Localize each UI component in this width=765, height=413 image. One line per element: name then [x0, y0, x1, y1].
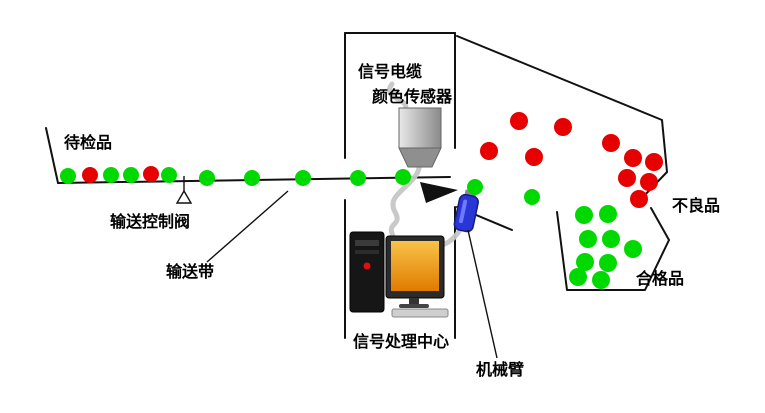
defective-item-dot [640, 173, 658, 191]
tower-power-light [363, 262, 371, 270]
items-layer [60, 112, 663, 289]
monitor-base [399, 304, 429, 308]
label-robotic-arm: 机械臂 [476, 360, 524, 379]
monitor-stand [409, 298, 419, 305]
label-conveyor-belt: 输送带 [166, 262, 214, 281]
defective-bin-outline [456, 35, 668, 201]
good-item-dot [602, 230, 620, 248]
belt-leader-line [206, 190, 289, 263]
good-item-dot [569, 268, 587, 286]
good-item-dot [524, 189, 540, 205]
good-item-dot [599, 205, 617, 223]
defective-item-dot [554, 118, 572, 136]
good-item-dot [350, 170, 366, 186]
good-item-dot [161, 167, 177, 183]
computer [349, 231, 449, 318]
cable-sensor-to-computer [388, 151, 423, 239]
control-valve-icon [175, 176, 193, 204]
robotic-arm [453, 189, 479, 233]
good-item-dot [467, 179, 483, 195]
defective-item-dot [143, 166, 159, 182]
monitor-screen [391, 241, 439, 291]
defective-item-dot [510, 112, 528, 130]
diverter-flap [420, 182, 458, 203]
defective-item-dot [82, 167, 98, 183]
color-sensor-device [398, 107, 442, 168]
defective-item-dot [618, 169, 636, 187]
label-color-sensor: 颜色传感器 [372, 87, 453, 106]
defective-item-dot [624, 149, 642, 167]
keyboard [391, 308, 449, 318]
good-item-dot [579, 230, 597, 248]
labels: 待检品 输送控制阀 输送带 信号电缆 颜色传感器 信号处理中心 机械臂 不良品 … [64, 62, 720, 379]
valve-triangle [175, 189, 193, 204]
qualified-bin-outline [556, 207, 670, 291]
sensor-body [398, 107, 442, 149]
good-item-dot [123, 167, 139, 183]
arm-leader-line [467, 229, 498, 359]
label-signal-cable: 信号电缆 [358, 62, 422, 81]
arm-body [453, 193, 479, 233]
good-item-dot [576, 253, 594, 271]
good-item-dot [244, 170, 260, 186]
defective-item-dot [645, 153, 663, 171]
label-processing-center: 信号处理中心 [353, 332, 449, 351]
sensor-lens-cone [398, 147, 442, 168]
defective-item-dot [480, 142, 498, 160]
good-item-dot [575, 206, 593, 224]
label-defective-items: 不良品 [672, 196, 720, 215]
good-item-dot [60, 168, 76, 184]
label-qualified-items: 合格品 [636, 269, 684, 288]
good-item-dot [395, 169, 411, 185]
tower-vent [355, 250, 379, 254]
defective-item-dot [630, 190, 648, 208]
leader-lines [206, 190, 498, 359]
good-item-dot [624, 240, 642, 258]
label-pending-items: 待检品 [64, 133, 112, 152]
good-item-dot [295, 170, 311, 186]
inspection-box [344, 32, 456, 339]
conveyor-left-ramp [45, 127, 59, 184]
arm-highlight [458, 199, 468, 224]
good-item-dot [599, 254, 617, 272]
tower-drive-bay [355, 240, 379, 246]
good-item-dot [103, 167, 119, 183]
good-item-dot [592, 271, 610, 289]
good-item-dot [199, 170, 215, 186]
defective-item-dot [602, 134, 620, 152]
label-control-valve: 输送控制阀 [110, 212, 190, 231]
defective-item-dot [525, 148, 543, 166]
